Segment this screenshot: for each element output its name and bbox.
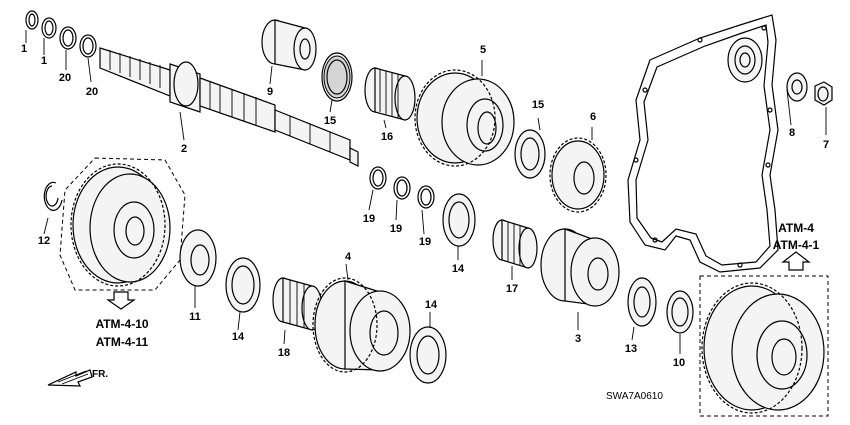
ref-label-right-2[interactable]: ATM-4-1 (773, 238, 820, 252)
thrust-bearing-15a[interactable] (321, 52, 353, 102)
callout-12: 12 (38, 235, 50, 247)
snap-ring-12[interactable] (43, 181, 63, 211)
callout-6: 6 (590, 111, 596, 123)
thrust-bearing-14a[interactable] (442, 193, 476, 247)
gear-5[interactable] (414, 69, 515, 167)
callout-15a: 15 (324, 115, 336, 127)
callout-10: 10 (673, 357, 685, 369)
washer-19b[interactable] (393, 176, 411, 200)
callout-14c: 14 (425, 299, 438, 311)
callout-20a: 20 (59, 72, 71, 84)
ref-arrow-left (106, 291, 136, 310)
callout-14b: 14 (232, 331, 245, 343)
ref-label-left-1[interactable]: ATM-4-10 (95, 317, 148, 331)
callout-8: 8 (789, 127, 795, 139)
callout-2: 2 (181, 143, 187, 155)
callout-1b: 1 (41, 55, 47, 67)
clutch-assembly-right[interactable] (699, 275, 829, 417)
callout-19a: 19 (363, 213, 375, 225)
callout-18: 18 (278, 347, 290, 359)
front-direction-label: FR. (92, 369, 108, 380)
callout-16: 16 (381, 131, 393, 143)
washer-19a[interactable] (369, 166, 387, 190)
clutch-assembly-left[interactable] (59, 157, 186, 291)
case-gasket (627, 14, 779, 273)
callout-19b: 19 (390, 223, 402, 235)
callout-14a: 14 (452, 263, 465, 275)
callout-3: 3 (575, 333, 581, 345)
callout-15b: 15 (532, 99, 544, 111)
callout-7: 7 (823, 139, 829, 151)
ref-label-left-2[interactable]: ATM-4-11 (96, 335, 149, 349)
callout-4: 4 (345, 251, 352, 263)
callout-1a: 1 (21, 43, 27, 55)
ref-label-right-1[interactable]: ATM-4 (778, 221, 814, 235)
lock-nut-7[interactable] (814, 81, 833, 106)
thrust-bearing-13[interactable] (627, 277, 657, 327)
thrust-washer-20a[interactable] (59, 26, 77, 50)
gear-6[interactable] (549, 137, 607, 213)
washer-8[interactable] (786, 72, 808, 102)
ref-arrow-right (781, 251, 811, 271)
diagram-code: SWA7A0610 (606, 391, 663, 402)
washer-10[interactable] (666, 290, 694, 334)
callout-11: 11 (189, 311, 201, 323)
mainshaft[interactable] (99, 47, 359, 167)
gear-4[interactable] (312, 277, 411, 373)
thrust-bearing-14c[interactable] (409, 326, 447, 384)
callout-5: 5 (480, 44, 486, 56)
callout-20b: 20 (86, 86, 98, 98)
leader-lines (25, 30, 827, 354)
park-gear-hub[interactable] (261, 19, 317, 71)
washer-19c[interactable] (417, 185, 435, 209)
callout-13: 13 (625, 343, 637, 355)
thrust-bearing-15b[interactable] (514, 129, 546, 179)
gear-3[interactable] (540, 228, 620, 307)
snap-ring-1b[interactable] (41, 17, 57, 39)
callout-labels: 1 1 20 20 2 9 15 16 5 15 6 8 7 19 19 19 … (21, 43, 829, 369)
callout-19c: 19 (419, 236, 431, 248)
callout-9: 9 (267, 86, 273, 98)
callout-17: 17 (506, 283, 518, 295)
thrust-bearing-14b[interactable] (225, 257, 261, 313)
thrust-washer-20b[interactable] (79, 34, 97, 58)
washer-plate-11[interactable] (179, 229, 217, 287)
front-direction-arrow (47, 369, 93, 387)
case-bearing[interactable] (727, 37, 763, 83)
needle-bearing-16[interactable] (364, 67, 416, 121)
needle-bearing-17[interactable] (492, 219, 538, 269)
snap-ring-1a[interactable] (25, 10, 39, 30)
